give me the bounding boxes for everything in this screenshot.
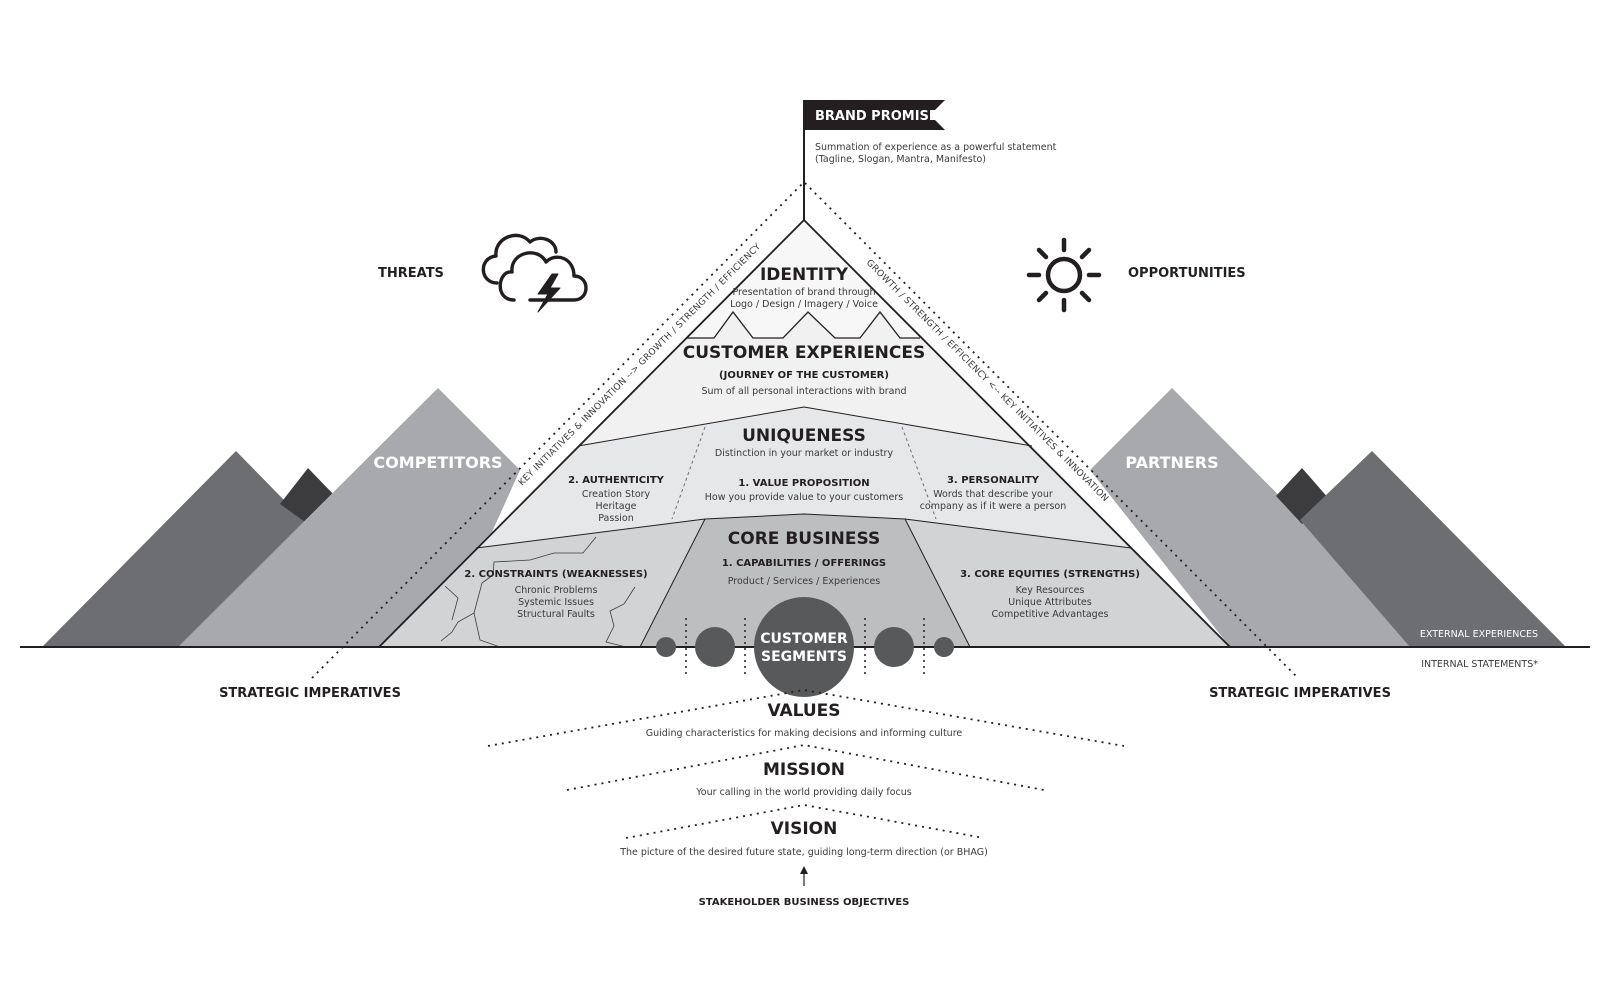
mission-title: MISSION bbox=[763, 760, 845, 780]
crack-line-4 bbox=[605, 586, 636, 648]
customer-segments-line-1: CUSTOMER bbox=[760, 631, 848, 647]
crack-line-2 bbox=[473, 612, 501, 648]
crack-line-3 bbox=[444, 585, 459, 621]
constraints-item: Chronic Problems bbox=[515, 585, 598, 596]
brand-promise-desc-2: (Tagline, Slogan, Mantra, Manifesto) bbox=[815, 154, 986, 165]
value-proposition-line-1: How you provide value to your customers bbox=[705, 492, 904, 503]
authenticity-item: Passion bbox=[598, 513, 634, 524]
value-proposition-title: 1. VALUE PROPOSITION bbox=[738, 478, 869, 489]
internal-statements-label: INTERNAL STATEMENTS* bbox=[1421, 659, 1538, 670]
identity-line-2: Logo / Design / Imagery / Voice bbox=[730, 299, 878, 310]
core-business-title: CORE BUSINESS bbox=[728, 529, 880, 549]
segment-circle-small-right bbox=[934, 637, 954, 657]
values-line-1: Guiding characteristics for making decis… bbox=[646, 728, 963, 739]
external-experiences-label: EXTERNAL EXPERIENCES bbox=[1420, 629, 1538, 640]
core-business-center bbox=[640, 514, 970, 647]
customer-segments-line-2: SEGMENTS bbox=[761, 649, 847, 665]
sun-icon bbox=[1026, 237, 1102, 313]
brand-promise-desc-1: Summation of experience as a powerful st… bbox=[815, 142, 1057, 153]
authenticity-item: Creation Story bbox=[582, 489, 651, 500]
personality-line-2: company as if it were a person bbox=[920, 501, 1067, 512]
strategic-imperatives-right: STRATEGIC IMPERATIVES bbox=[1209, 686, 1391, 701]
identity-line-1: Presentation of brand through bbox=[732, 287, 875, 298]
partners-mountain bbox=[1090, 388, 1430, 647]
authenticity-title: 2. AUTHENTICITY bbox=[568, 475, 665, 486]
brand-promise-flag bbox=[804, 100, 945, 130]
equities-item: Unique Attributes bbox=[1008, 597, 1091, 608]
brand-promise-title: BRAND PROMISE bbox=[815, 109, 938, 124]
customer-experiences-subtitle: (JOURNEY OF THE CUSTOMER) bbox=[719, 370, 889, 381]
customer-segments bbox=[656, 597, 954, 697]
equities-title: 3. CORE EQUITIES (STRENGTHS) bbox=[960, 569, 1140, 580]
uniqueness-right-divider bbox=[901, 426, 937, 520]
personality-title: 3. PERSONALITY bbox=[947, 475, 1040, 486]
core-right-divider bbox=[904, 518, 971, 648]
segment-circle-medium-right bbox=[874, 627, 914, 667]
identity-title: IDENTITY bbox=[760, 265, 849, 285]
right-mountain-back bbox=[1300, 451, 1566, 647]
stakeholder-label: STAKEHOLDER BUSINESS OBJECTIVES bbox=[699, 897, 910, 908]
constraints-title: 2. CONSTRAINTS (WEAKNESSES) bbox=[464, 569, 647, 580]
equities-item: Key Resources bbox=[1016, 585, 1085, 596]
right-mountains bbox=[1090, 388, 1566, 647]
identity-separator bbox=[686, 310, 920, 339]
uniqueness-title: UNIQUENESS bbox=[742, 426, 866, 446]
uniqueness-left-divider bbox=[671, 426, 706, 520]
constraints-item: Systemic Issues bbox=[518, 597, 594, 608]
tier-identity bbox=[686, 220, 920, 338]
threats-label: THREATS bbox=[378, 266, 444, 281]
segment-circle-main bbox=[754, 597, 854, 697]
equities-item: Competitive Advantages bbox=[992, 609, 1109, 620]
core-left-divider bbox=[639, 518, 706, 648]
personality-line-1: Words that describe your bbox=[933, 489, 1053, 500]
vision-title: VISION bbox=[771, 819, 838, 839]
competitors-mountain bbox=[178, 388, 520, 647]
tier-customer-experiences bbox=[578, 312, 1032, 446]
outer-dotted-triangle bbox=[311, 180, 1299, 679]
values-dotted-line bbox=[487, 689, 1125, 747]
arrow-head-icon bbox=[800, 866, 808, 874]
storm-cloud-icon bbox=[481, 233, 588, 313]
segment-circle-small-left bbox=[656, 637, 676, 657]
pyramid bbox=[376, 218, 1233, 648]
competitors-label: COMPETITORS bbox=[373, 453, 502, 472]
strategic-imperatives-left: STRATEGIC IMPERATIVES bbox=[219, 686, 401, 701]
customer-experiences-line-1: Sum of all personal interactions with br… bbox=[702, 386, 907, 397]
uniqueness-line-1: Distinction in your market or industry bbox=[715, 448, 894, 459]
left-mountain-peak bbox=[280, 468, 335, 522]
vision-line-1: The picture of the desired future state,… bbox=[619, 847, 988, 858]
capabilities-title: 1. CAPABILITIES / OFFERINGS bbox=[722, 558, 886, 569]
partners-label: PARTNERS bbox=[1125, 453, 1218, 472]
crack-line-1 bbox=[440, 536, 597, 642]
uniqueness-separator bbox=[577, 406, 1033, 447]
segment-circle-medium-left bbox=[695, 627, 735, 667]
left-mountains bbox=[42, 388, 520, 647]
opportunities-label: OPPORTUNITIES bbox=[1128, 266, 1246, 281]
authenticity-item: Heritage bbox=[596, 501, 637, 512]
tier-uniqueness bbox=[476, 407, 1131, 548]
values-title: VALUES bbox=[767, 701, 840, 721]
mission-line-1: Your calling in the world providing dail… bbox=[695, 787, 912, 798]
constraints-item: Structural Faults bbox=[517, 609, 595, 620]
customer-experiences-title: CUSTOMER EXPERIENCES bbox=[683, 343, 926, 363]
capabilities-line-1: Product / Services / Experiences bbox=[728, 576, 881, 587]
core-separator bbox=[475, 513, 1132, 549]
